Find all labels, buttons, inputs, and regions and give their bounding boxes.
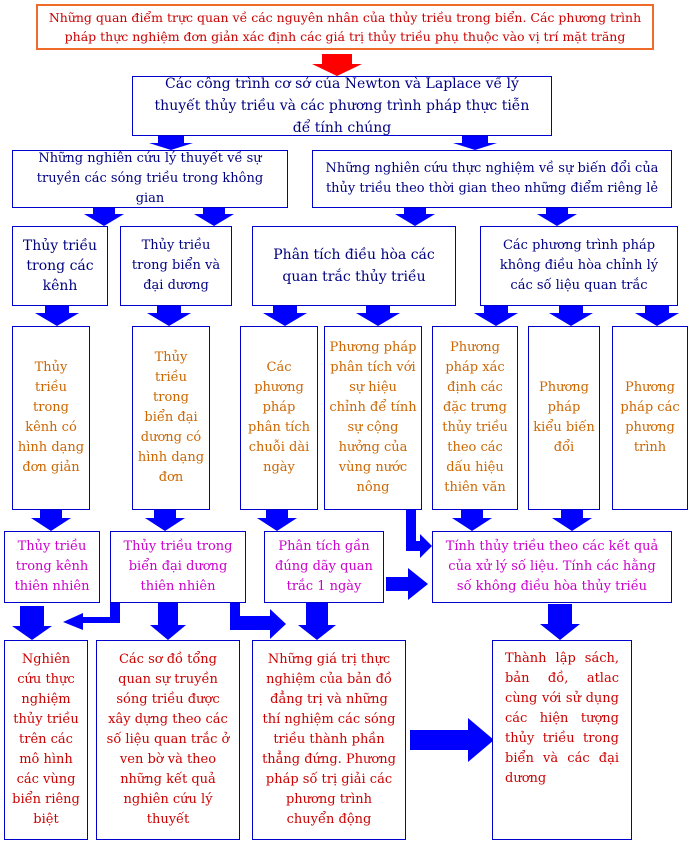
arrow-down [194, 208, 234, 226]
arrow-down [35, 306, 79, 326]
arrow-down-red [312, 54, 362, 76]
arrow-down [31, 510, 71, 531]
level5-box-1: Thủy triều trong kênh thiên nhiên [4, 531, 100, 603]
level4-box-7: Phương pháp các phương trình [612, 326, 688, 510]
arrow-down [147, 306, 191, 326]
level4-box-5: Phương pháp xác định các đặc trưng thủy … [432, 326, 518, 510]
level3-box-4: Các phương trình pháp không điều hòa chỉ… [480, 226, 678, 306]
level4-box-2: Thủy triều trong biển đại dương có hình … [132, 326, 210, 510]
arrow-down [356, 306, 400, 326]
level2-right-box: Những nghiên cứu thực nghiệm về sự biến … [312, 150, 672, 208]
arrow-down [549, 306, 593, 326]
arrow-down [263, 306, 307, 326]
arrow-down [149, 136, 193, 150]
level6-box-4: Thành lập sách, bản đồ, atlac cùng với s… [492, 640, 632, 840]
level4-box-3: Các phương pháp phân tích chuỗi dài ngày [240, 326, 318, 510]
arrow-down [453, 136, 497, 150]
arrow-down [395, 208, 435, 226]
level3-box-3: Phân tích điều hòa các quan trắc thủy tr… [252, 226, 456, 306]
level6-box-2: Các sơ đồ tổng quan sự truyền sóng triều… [96, 640, 240, 840]
level6-box-1: Nghiên cứu thực nghiệm thủy triều trên c… [4, 640, 88, 840]
level3-box-1: Thủy triều trong các kênh [12, 226, 108, 306]
arrow-down [298, 602, 336, 640]
arrow-elbow [406, 506, 432, 558]
arrow-down [12, 606, 52, 640]
level4-box-4: Phương pháp phân tích với sự hiệu chỉnh … [324, 326, 422, 510]
arrow-down [145, 510, 185, 531]
level4-box-6: Phương pháp kiểu biến đổi [528, 326, 600, 510]
arrow-elbow [230, 602, 286, 639]
arrow-down [452, 510, 492, 531]
arrow-down [552, 510, 592, 531]
arrow-down [474, 306, 518, 326]
top-box: Những quan điểm trực quan về các nguyên … [36, 4, 654, 50]
arrow-down [540, 604, 580, 640]
arrow-down [84, 208, 124, 226]
level5-box-3: Phân tích gần đúng dãy quan trắc 1 ngày [264, 531, 384, 603]
arrow-right [410, 718, 494, 762]
level4-box-1: Thủy triều trong kênh có hình dạng đơn g… [12, 326, 90, 510]
level5-box-2: Thủy triều trong biển đại dương thiên nh… [110, 531, 246, 603]
level2-left-box: Những nghiên cứu lý thuyết về sự truyền … [12, 150, 288, 208]
arrow-down [537, 208, 577, 226]
arrow-right [386, 568, 428, 600]
level1-box: Các công trình cơ sở của Newton và Lapla… [132, 76, 552, 136]
arrow-elbow [63, 603, 120, 630]
level5-box-4: Tính thủy triều theo các kết quả của xử … [432, 531, 672, 603]
arrow-down [150, 602, 186, 640]
level3-box-2: Thủy triều trong biển và đại dương [120, 226, 232, 306]
arrow-down [635, 306, 679, 326]
arrow-down [257, 510, 297, 531]
level6-box-3: Những giá trị thực nghiệm của bản đồ đẳn… [252, 640, 406, 840]
